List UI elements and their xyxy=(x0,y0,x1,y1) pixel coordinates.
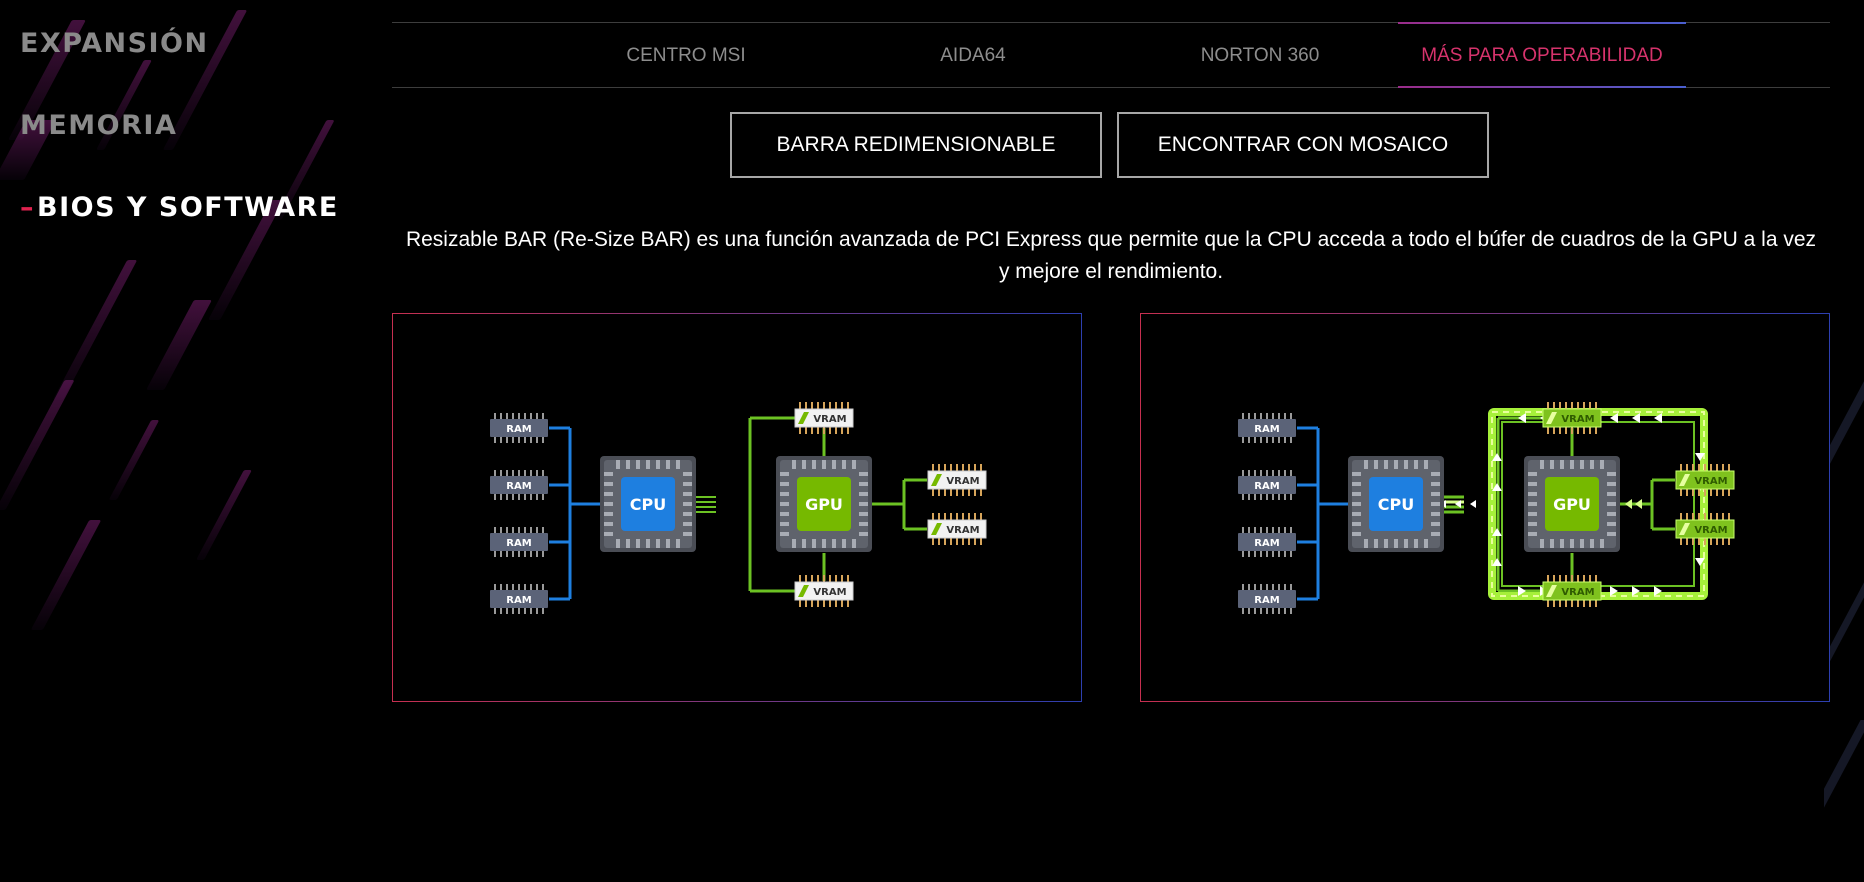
vram-label: VRAM xyxy=(946,476,979,487)
vram-label: VRAM xyxy=(1694,476,1727,487)
nav-item-memory[interactable]: MEMORIA xyxy=(20,110,339,142)
feature-description: Resizable BAR (Re-Size BAR) es una funci… xyxy=(405,228,1817,283)
cpu-label: CPU xyxy=(630,495,666,514)
ram-label: RAM xyxy=(1254,538,1279,549)
active-dash-icon: – xyxy=(20,192,35,223)
tab-msi-center[interactable]: CENTRO MSI xyxy=(626,45,746,66)
find-mosaic-button[interactable]: ENCONTRAR CON MOSAICO xyxy=(1117,112,1489,178)
vram-module-icon: VRAM xyxy=(1542,575,1602,607)
nav-item-label: MEMORIA xyxy=(20,110,178,141)
gpu-chip: GPU xyxy=(1524,456,1620,552)
ram-module-icon: RAM xyxy=(490,584,548,614)
resizable-bar-button[interactable]: BARRA REDIMENSIONABLE xyxy=(730,112,1102,178)
ram-module-icon: RAM xyxy=(1238,527,1296,557)
vram-module-icon: VRAM xyxy=(927,464,987,496)
ram-label: RAM xyxy=(506,595,531,606)
ram-label: RAM xyxy=(1254,481,1279,492)
arrow-icon xyxy=(1610,586,1618,596)
tab-more-operability[interactable]: MÁS PARA OPERABILIDAD xyxy=(1398,22,1686,88)
ram-module-icon: RAM xyxy=(490,413,548,443)
vram-module-icon: VRAM xyxy=(794,575,854,607)
ram-module-icon: RAM xyxy=(1238,584,1296,614)
arrow-icon xyxy=(1632,413,1640,423)
nav-item-label: BIOS Y SOFTWARE xyxy=(37,192,339,223)
vram-label: VRAM xyxy=(813,414,846,425)
ram-label: RAM xyxy=(1254,424,1279,435)
arrow-icon xyxy=(1492,483,1502,491)
arrow-icon xyxy=(1492,558,1502,566)
vram-module-icon: VRAM xyxy=(1675,464,1735,496)
ram-module-icon: RAM xyxy=(490,527,548,557)
gpu-label: GPU xyxy=(805,495,843,514)
tab-norton-360[interactable]: NORTON 360 xyxy=(1200,45,1320,66)
gpu-chip: GPU xyxy=(776,456,872,552)
arrow-icon xyxy=(1470,500,1476,508)
arrow-icon xyxy=(1610,413,1618,423)
ram-module-icon: RAM xyxy=(1238,413,1296,443)
cpu-label: CPU xyxy=(1378,495,1414,514)
tab-aida64[interactable]: AIDA64 xyxy=(940,45,1006,66)
ram-label: RAM xyxy=(506,538,531,549)
arrow-icon xyxy=(1492,528,1502,536)
diagram-panel-standard: RAM RAM RAM RAM CPU GPU VRAM VRAM VRAM VRAM xyxy=(392,313,1082,702)
ram-label: RAM xyxy=(506,424,531,435)
standard-access-diagram: RAM RAM RAM RAM CPU GPU VRAM VRAM VRAM VRAM xyxy=(490,402,987,614)
arrow-icon xyxy=(1654,586,1662,596)
arrow-icon xyxy=(1625,499,1632,509)
vram-label: VRAM xyxy=(1561,587,1594,598)
arrow-icon xyxy=(1492,453,1502,461)
side-nav: EXPANSIÓN MEMORIA –BIOS Y SOFTWARE xyxy=(20,28,339,274)
vram-module-icon: VRAM xyxy=(794,402,854,434)
cpu-chip: CPU xyxy=(600,456,696,552)
ram-label: RAM xyxy=(1254,595,1279,606)
vram-label: VRAM xyxy=(946,525,979,536)
nav-item-bios-software[interactable]: –BIOS Y SOFTWARE xyxy=(20,192,339,224)
arrow-icon xyxy=(1654,413,1662,423)
ram-module-icon: RAM xyxy=(1238,470,1296,500)
arrow-icon xyxy=(1518,413,1526,423)
ram-label: RAM xyxy=(506,481,531,492)
cpu-chip: CPU xyxy=(1348,456,1444,552)
arrow-icon xyxy=(1635,499,1642,509)
vram-module-icon: VRAM xyxy=(1542,402,1602,434)
tab-bar: CENTRO MSI AIDA64 NORTON 360 MÁS PARA OP… xyxy=(392,22,1830,88)
arrow-icon xyxy=(1695,558,1705,566)
vram-module-icon: VRAM xyxy=(1675,513,1735,545)
background-streaks-right xyxy=(1824,340,1864,860)
nav-item-expansion[interactable]: EXPANSIÓN xyxy=(20,28,339,60)
arrow-icon xyxy=(1518,586,1526,596)
resizable-bar-diagram: RAM RAM RAM RAM CPU GPU VRAM VRAM VRAM VRAM xyxy=(1238,402,1735,614)
ram-module-icon: RAM xyxy=(490,470,548,500)
vram-label: VRAM xyxy=(813,587,846,598)
nav-item-label: EXPANSIÓN xyxy=(20,28,209,59)
vram-label: VRAM xyxy=(1561,414,1594,425)
vram-module-icon: VRAM xyxy=(927,513,987,545)
diagram-panel-resizable-bar: RAM RAM RAM RAM CPU GPU VRAM VRAM VRAM VRAM xyxy=(1140,313,1830,702)
vram-label: VRAM xyxy=(1694,525,1727,536)
arrow-icon xyxy=(1695,453,1705,461)
arrow-icon xyxy=(1455,500,1461,508)
arrow-icon xyxy=(1632,586,1640,596)
gpu-label: GPU xyxy=(1553,495,1591,514)
